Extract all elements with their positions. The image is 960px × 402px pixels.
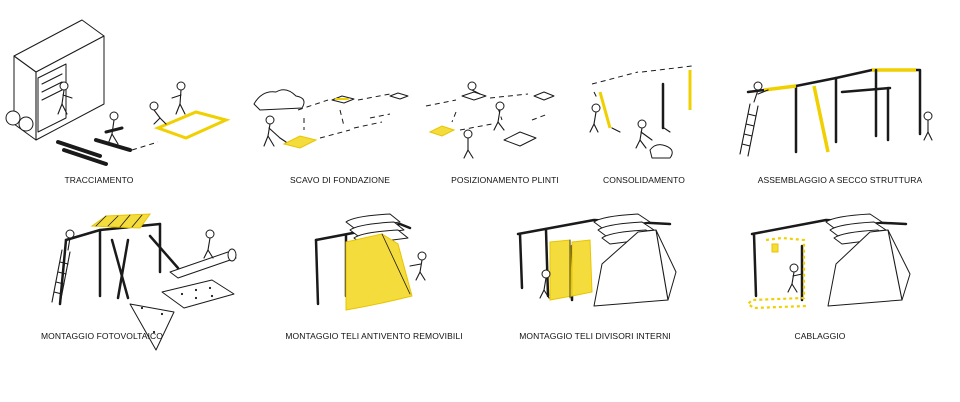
step-label: MONTAGGIO FOTOVOLTAICO xyxy=(41,331,163,341)
assemblaggio-illustration xyxy=(739,68,933,157)
step-label: TRACCIAMENTO xyxy=(64,175,134,185)
step-label: SCAVO DI FONDAZIONE xyxy=(290,175,390,185)
step-teli-antivento: MONTAGGIO TELI ANTIVENTO REMOVIBILI xyxy=(250,200,490,402)
step-teli-divisori: MONTAGGIO TELI DIVISORI INTERNI xyxy=(490,200,720,402)
teli-divisori-illustration xyxy=(516,213,677,307)
step-tracciamento: TRACCIAMENTO xyxy=(0,0,250,200)
consolidamento-illustration xyxy=(589,65,693,159)
step-label: ASSEMBLAGGIO A SECCO STRUTTURA xyxy=(757,175,923,185)
step-label: CONSOLIDAMENTO xyxy=(602,175,686,185)
teli-antivento-illustration xyxy=(314,213,427,311)
step-consolidamento: CONSOLIDAMENTO xyxy=(580,0,730,200)
step-assemblaggio: ASSEMBLAGGIO A SECCO STRUTTURA xyxy=(730,0,960,200)
step-fotovoltaico: MONTAGGIO FOTOVOLTAICO xyxy=(0,200,250,402)
cablaggio-illustration xyxy=(746,213,911,310)
step-scavo: SCAVO DI FONDAZIONE xyxy=(250,0,420,200)
tracciamento-illustration xyxy=(5,19,231,166)
step-plinti: POSIZIONAMENTO PLINTI xyxy=(420,0,580,200)
plinti-illustration xyxy=(425,81,555,159)
step-label: MONTAGGIO TELI ANTIVENTO REMOVIBILI xyxy=(285,331,463,341)
scavo-illustration xyxy=(253,89,409,149)
step-label: POSIZIONAMENTO PLINTI xyxy=(451,175,559,185)
fotovoltaico-illustration xyxy=(51,213,237,351)
step-cablaggio: CABLAGGIO xyxy=(720,200,960,402)
step-label: CABLAGGIO xyxy=(794,331,846,341)
step-label: MONTAGGIO TELI DIVISORI INTERNI xyxy=(519,331,671,341)
